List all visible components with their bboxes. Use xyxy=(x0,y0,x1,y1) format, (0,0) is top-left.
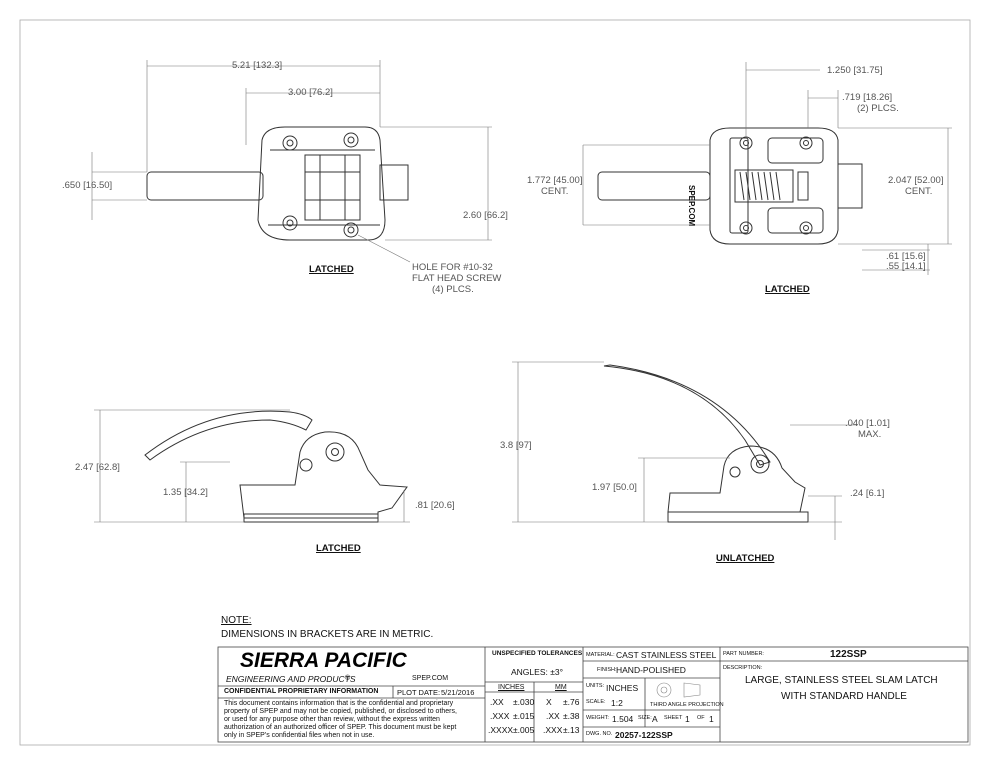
view-label-bottom-left: LATCHED xyxy=(316,543,361,554)
dim-overall-length: 5.21 [132.3] xyxy=(232,60,283,71)
tol-mm-3-fmt: .XXX xyxy=(543,725,563,735)
dim-2047-cent: CENT. xyxy=(905,186,933,197)
company-website: SPEP.COM xyxy=(412,675,449,682)
callout-line-2: FLAT HEAD SCREW xyxy=(412,273,502,284)
dim-719: .719 [18.26] xyxy=(842,92,893,103)
units-value: INCHES xyxy=(606,683,639,693)
dim-247: 2.47 [62.8] xyxy=(75,462,120,473)
top-right-latched-view xyxy=(597,127,863,245)
top-left-dimensions xyxy=(91,60,492,263)
dim-handle-width: .650 [16.50] xyxy=(62,180,113,191)
tolerances-heading: UNSPECIFIED TOLERANCES xyxy=(492,650,583,657)
title-block-grid xyxy=(217,646,969,743)
size-value: A xyxy=(652,714,658,724)
part-number: 122SSP xyxy=(830,649,867,660)
bottom-right-unlatched-view xyxy=(603,364,809,523)
registered-mark: ® xyxy=(345,675,351,682)
dim-61: .61 [15.6] xyxy=(886,251,926,262)
scale-value: 1:2 xyxy=(611,698,623,708)
description-line-2: WITH STANDARD HANDLE xyxy=(781,691,907,702)
dim-base-height: 2.60 [66.2] xyxy=(463,210,508,221)
tol-mm-3-val: ±.13 xyxy=(563,725,580,735)
finish-label: FINISH: xyxy=(597,667,617,673)
callout-line-3: (4) PLCS. xyxy=(432,284,474,295)
dim-197: 1.97 [50.0] xyxy=(592,482,637,493)
dim-1772-cent: CENT. xyxy=(541,186,569,197)
tol-mm-2-fmt: .XX xyxy=(546,711,560,721)
plot-date-label: PLOT DATE: xyxy=(397,688,441,697)
view-label-top-right: LATCHED xyxy=(765,284,810,295)
plot-date: 5/21/2016 xyxy=(441,688,475,697)
top-right-dimensions xyxy=(582,62,952,275)
size-label: SIZE: xyxy=(638,715,652,721)
tol-mm-1-val: ±.76 xyxy=(563,697,580,707)
dim-38: 3.8 [97] xyxy=(500,440,532,451)
material-value: CAST STAINLESS STEEL xyxy=(616,650,717,660)
dim-040-max: MAX. xyxy=(858,429,882,440)
housing-brand-text: SPEP.COM xyxy=(687,185,696,227)
confidential-line-2: property of SPEP and may not be copied, … xyxy=(224,708,457,715)
dim-55: .55 [14.1] xyxy=(886,261,926,272)
of-value: 1 xyxy=(709,714,714,724)
dim-24: .24 [6.1] xyxy=(850,488,885,499)
confidential-line-4: authorization of an authorized officer o… xyxy=(224,724,457,731)
sheet-value: 1 xyxy=(685,714,690,724)
sheet-label: SHEET xyxy=(664,715,683,721)
scale-label: SCALE: xyxy=(586,699,606,705)
view-label-top-left: LATCHED xyxy=(309,264,354,275)
tol-in-3-fmt: .XXXX xyxy=(488,725,514,735)
dim-040: .040 [1.01] xyxy=(845,418,890,429)
tol-in-3-val: ±.005 xyxy=(513,725,535,735)
description-line-1: LARGE, STAINLESS STEEL SLAM LATCH xyxy=(745,675,938,686)
dim-1250: 1.250 [31.75] xyxy=(827,65,883,76)
projection-text: THIRD ANGLE PROJECTION xyxy=(650,702,724,708)
sheet-border xyxy=(19,19,971,746)
dim-81: .81 [20.6] xyxy=(415,500,455,511)
of-label: OF xyxy=(697,715,705,721)
note-text: DIMENSIONS IN BRACKETS ARE IN METRIC. xyxy=(221,629,434,640)
tol-in-2-val: ±.015 xyxy=(513,711,535,721)
bottom-left-dimensions xyxy=(94,409,410,523)
weight-value: 1.504 xyxy=(612,714,634,724)
confidential-heading: CONFIDENTIAL PROPRIETARY INFORMATION xyxy=(224,688,379,695)
callout-line-1: HOLE FOR #10-32 xyxy=(412,262,493,273)
confidential-line-3: or used for any purpose other than revie… xyxy=(224,716,440,723)
dim-2047: 2.047 [52.00] xyxy=(888,175,944,186)
bottom-left-latched-view xyxy=(144,410,408,523)
finish-value: HAND-POLISHED xyxy=(616,665,686,675)
dim-mounting-length: 3.00 [76.2] xyxy=(288,87,333,98)
dim-135: 1.35 [34.2] xyxy=(163,487,208,498)
tol-in-1-val: ±.030 xyxy=(513,697,535,707)
tol-in-1-fmt: .XX xyxy=(490,697,504,707)
company-sub: ENGINEERING AND PRODUCTS xyxy=(226,674,356,684)
note-title: NOTE: xyxy=(221,615,252,626)
tol-in-2-fmt: .XXX xyxy=(490,711,510,721)
angles-tolerance: ANGLES: ±3° xyxy=(511,667,564,677)
mm-heading: MM xyxy=(555,684,567,691)
company-name: SIERRA PACIFIC xyxy=(240,649,407,672)
units-label: UNITS: xyxy=(586,683,605,689)
material-label: MATERIAL: xyxy=(586,652,615,658)
bottom-right-dimensions xyxy=(512,361,858,540)
description-label: DESCRIPTION: xyxy=(723,665,763,671)
part-number-label: PART NUMBER: xyxy=(723,651,764,657)
dwg-label: DWG. NO. xyxy=(586,731,613,737)
tol-mm-1-fmt: X xyxy=(546,697,552,707)
dim-719-plcs: (2) PLCS. xyxy=(857,103,899,114)
tol-mm-2-val: ±.38 xyxy=(563,711,580,721)
weight-label: WEIGHT: xyxy=(586,715,609,721)
confidential-line-5: only in SPEP's confidential files when n… xyxy=(224,732,375,739)
top-left-latched-view xyxy=(146,126,409,241)
confidential-line-1: This document contains information that … xyxy=(224,700,454,707)
projection-symbol xyxy=(656,682,701,698)
view-label-bottom-right: UNLATCHED xyxy=(716,553,775,564)
dim-1772: 1.772 [45.00] xyxy=(527,175,583,186)
inches-heading: INCHES xyxy=(498,684,525,691)
dwg-number: 20257-122SSP xyxy=(615,730,673,740)
